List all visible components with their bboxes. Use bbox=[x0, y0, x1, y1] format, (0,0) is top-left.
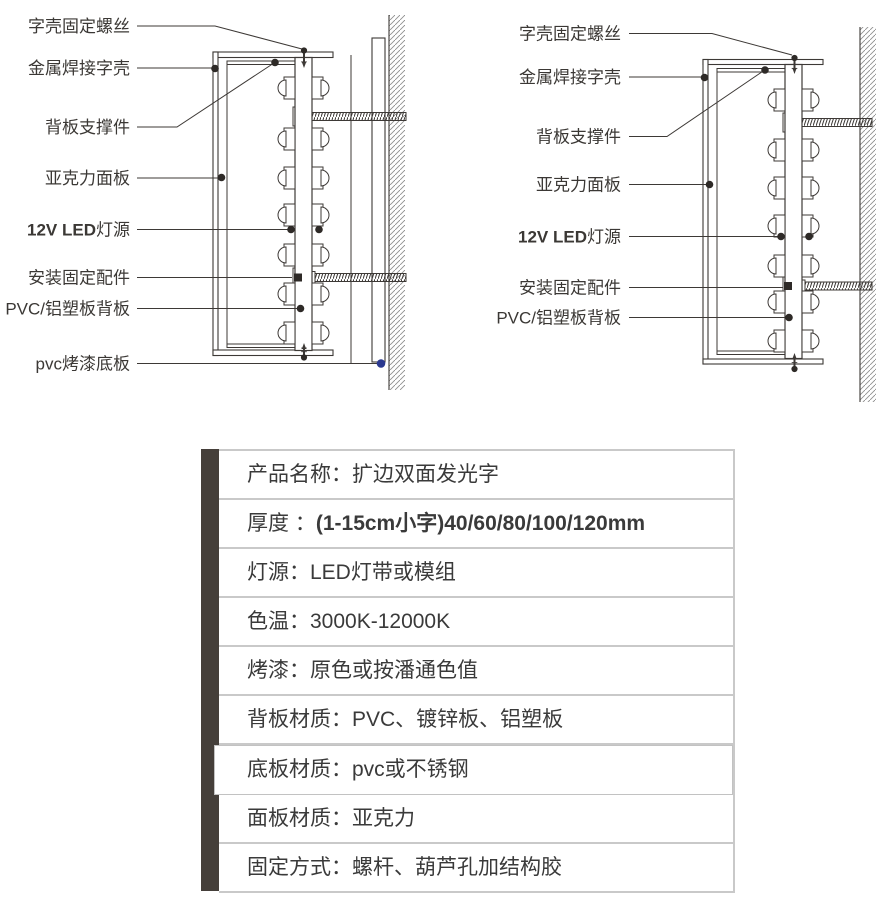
row-label: 面板材质： bbox=[247, 807, 352, 830]
row-label: 厚度 ： bbox=[247, 512, 316, 535]
row-label: 底板材质： bbox=[247, 758, 352, 781]
diagram-label: 安装固定配件 bbox=[28, 269, 130, 288]
row-label: 灯源： bbox=[247, 561, 310, 584]
table-row: 产品名称：扩边双面发光字 bbox=[219, 451, 733, 500]
table-row: 厚度 ：(1-15cm小字)40/60/80/100/120mm bbox=[219, 500, 733, 549]
table-row: 面板材质：亚克力 bbox=[219, 795, 733, 844]
anchor-square bbox=[784, 282, 792, 290]
row-value: 3000K-12000K bbox=[310, 610, 451, 633]
row-label: 背板材质： bbox=[247, 708, 352, 731]
diagram-label: 背板支撑件 bbox=[536, 128, 621, 147]
led-module-pair bbox=[277, 243, 330, 267]
row-value: 亚克力 bbox=[352, 807, 415, 830]
diagram-label: PVC/铝塑板背板 bbox=[5, 300, 130, 319]
row-value: pvc或不锈钢 bbox=[352, 758, 469, 781]
anchor-dot bbox=[296, 304, 305, 313]
back-panel-support bbox=[226, 60, 296, 65]
diagram-label: 字壳固定螺丝 bbox=[28, 17, 130, 36]
leader-line bbox=[137, 62, 275, 128]
letter-shell bbox=[212, 51, 334, 357]
fixing-screw-icon bbox=[300, 47, 308, 68]
anchor-dot bbox=[287, 225, 295, 234]
anchor-dot-blue bbox=[376, 359, 386, 368]
diagram-label: 字壳固定螺丝 bbox=[519, 25, 621, 44]
row-label: 产品名称： bbox=[247, 463, 352, 486]
leader-line bbox=[629, 33, 793, 56]
back-panel-support bbox=[716, 68, 786, 73]
led-module-pair bbox=[767, 88, 820, 112]
row-label: 色温： bbox=[247, 610, 310, 633]
table-rows: 产品名称：扩边双面发光字厚度 ：(1-15cm小字)40/60/80/100/1… bbox=[214, 449, 735, 893]
back-panel-support bbox=[226, 343, 296, 348]
led-module-pair bbox=[277, 203, 330, 227]
anchor-dot bbox=[761, 66, 769, 74]
led-module-pair bbox=[767, 254, 820, 278]
led-module-pair bbox=[277, 282, 330, 306]
table-row: 背板材质：PVC、镀锌板、铝塑板 bbox=[219, 696, 733, 745]
led-module-pair bbox=[767, 176, 820, 200]
base-plate bbox=[371, 37, 386, 363]
led-module-pair bbox=[277, 166, 330, 190]
letter-shell bbox=[702, 58, 824, 365]
table-row: 固定方式：螺杆、葫芦孔加结构胶 bbox=[219, 844, 733, 893]
leader-line bbox=[629, 70, 765, 137]
row-value: 螺杆、葫芦孔加结构胶 bbox=[352, 856, 562, 879]
anchor-dot bbox=[315, 225, 323, 234]
anchor-dot bbox=[777, 232, 785, 241]
led-module-pair bbox=[767, 329, 820, 353]
diagram-label: 12V LED灯源 bbox=[27, 221, 130, 240]
anchor-dot bbox=[271, 58, 279, 67]
table-row: 灯源：LED灯带或模组 bbox=[219, 549, 733, 598]
spec-table: 产品名称：扩边双面发光字厚度 ：(1-15cm小字)40/60/80/100/1… bbox=[201, 449, 735, 893]
anchor-dot bbox=[217, 173, 226, 182]
diagram-label: 金属焊接字壳 bbox=[28, 59, 130, 78]
led-module-pair bbox=[277, 127, 330, 151]
fixing-screw-icon bbox=[300, 343, 308, 361]
row-value: LED灯带或模组 bbox=[310, 561, 456, 584]
row-label: 固定方式： bbox=[247, 856, 352, 879]
diagram-label: 金属焊接字壳 bbox=[519, 68, 621, 87]
anchor-dot bbox=[805, 232, 813, 241]
diagram-label: PVC/铝塑板背板 bbox=[496, 309, 621, 328]
fixing-screw-icon bbox=[791, 54, 798, 74]
table-row: 色温：3000K-12000K bbox=[219, 598, 733, 647]
diagram-label: 安装固定配件 bbox=[519, 279, 621, 298]
diagram-label: 背板支撑件 bbox=[45, 118, 130, 137]
wall-hatch bbox=[388, 15, 405, 390]
diagram-label: pvc烤漆底板 bbox=[36, 355, 130, 374]
anchor-dot bbox=[705, 180, 714, 189]
anchor-square bbox=[294, 273, 302, 282]
table-accent-bar bbox=[201, 449, 219, 891]
table-row: 底板材质：pvc或不锈钢 bbox=[214, 745, 733, 795]
wall-hatch bbox=[859, 27, 876, 402]
row-value: (1-15cm小字)40/60/80/100/120mm bbox=[315, 512, 646, 535]
led-module-pair bbox=[767, 138, 820, 162]
anchor-dot bbox=[785, 313, 793, 322]
diagram-label: 亚克力面板 bbox=[536, 176, 621, 195]
row-label: 烤漆： bbox=[247, 659, 310, 682]
led-module-pair bbox=[277, 321, 330, 345]
anchor-dot bbox=[700, 73, 709, 82]
led-module-pair bbox=[767, 290, 820, 314]
fixing-screw-icon bbox=[791, 353, 798, 373]
diagram-label: 12V LED灯源 bbox=[518, 228, 621, 247]
diagram-label: 亚克力面板 bbox=[45, 169, 130, 188]
row-value: PVC、镀锌板、铝塑板 bbox=[352, 708, 564, 731]
row-value: 扩边双面发光字 bbox=[352, 463, 499, 486]
table-row: 烤漆：原色或按潘通色值 bbox=[219, 647, 733, 696]
anchor-dot bbox=[211, 64, 219, 73]
leader-line bbox=[137, 25, 303, 50]
row-value: 原色或按潘通色值 bbox=[310, 659, 478, 682]
led-module-pair bbox=[277, 76, 330, 100]
